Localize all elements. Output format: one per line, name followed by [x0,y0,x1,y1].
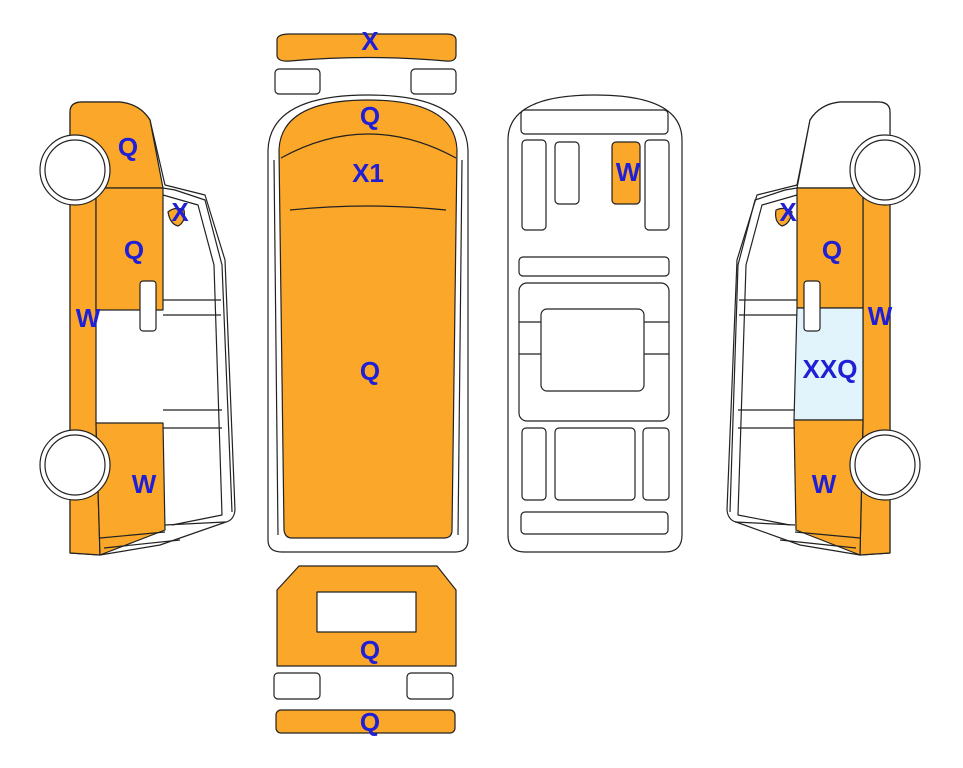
right-a-pillar [775,207,793,227]
underbody-frame-lines [519,321,669,355]
underbody-tank [540,308,645,392]
roof-panel [278,99,458,539]
underbody-view: W [507,94,683,553]
underbody-rear-right [642,427,670,501]
rear-window [316,591,417,633]
right-bottom-line [779,531,861,549]
rear-bumper-code: Q [360,707,380,737]
front-top-view: X Q X1 Q [267,26,469,553]
left-window-frame-inner [162,194,223,526]
front-bumper-panel [276,33,457,62]
headlight-left [274,68,321,95]
right-rear-wheel-rim [854,434,916,496]
underbody-rail-inner-left [554,141,580,205]
windshield-line [289,205,447,211]
left-front-fender-code: Q [118,132,138,162]
underbody-crossmember [518,256,670,277]
underbody-rear-left [521,427,547,501]
underbody-code: W [616,157,641,187]
left-rear-wheel [39,429,111,501]
right-front-door-code: Q [822,235,842,265]
taillight-right [406,672,454,700]
right-front-wheel [849,134,921,206]
tailgate-code: Q [360,635,380,665]
right-front-wheel-rim [854,139,916,201]
underbody-rear-center [554,427,636,501]
right-window-frame-outer [729,187,798,513]
body-side-line-right [457,159,463,536]
underbody-panel [611,141,641,205]
windshield-code: X1 [352,158,384,188]
left-a-pillar-code: X [171,197,189,227]
body-side-line-left [273,159,279,536]
underbody-rear-bar [520,511,669,535]
left-front-door-code: Q [124,235,144,265]
left-front-door [95,187,164,311]
front-bumper-code: X [361,26,379,56]
left-door-handle [139,280,157,332]
left-rear-quarter-code: W [132,469,157,499]
hood-line [280,133,457,159]
right-rear-wheel [849,429,921,501]
right-side-view: X Q W XXQ W [726,101,921,556]
left-sill-code: W [76,303,101,333]
right-window-frame-inner [737,194,798,526]
right-rear-quarter [793,419,864,556]
left-side-view: Q X Q W W [39,101,236,556]
underbody-rail-left [521,139,547,231]
right-rear-quarter-code: W [812,469,837,499]
left-rear-quarter [95,422,166,556]
right-sliding-glass-code: XXQ [803,354,858,384]
taillight-left [273,672,321,700]
right-door-handle [803,280,821,332]
rear-view: Q Q [273,565,457,737]
left-front-wheel [39,134,111,206]
left-rear-wheel-rim [44,434,106,496]
left-front-wheel-rim [44,139,106,201]
right-sill-code: W [868,301,893,331]
roof-code: Q [360,356,380,386]
left-bottom-line [99,531,181,549]
left-window-bars [163,299,226,526]
hood-code: Q [360,101,380,131]
left-window-frame-outer [162,187,233,513]
right-a-pillar-code: X [779,197,797,227]
headlight-right [410,68,457,95]
right-window-bars [734,299,797,526]
underbody-front-bar [520,109,669,135]
rear-bumper-panel [275,709,456,734]
left-a-pillar [167,207,185,227]
underbody-rail-right [644,139,670,231]
